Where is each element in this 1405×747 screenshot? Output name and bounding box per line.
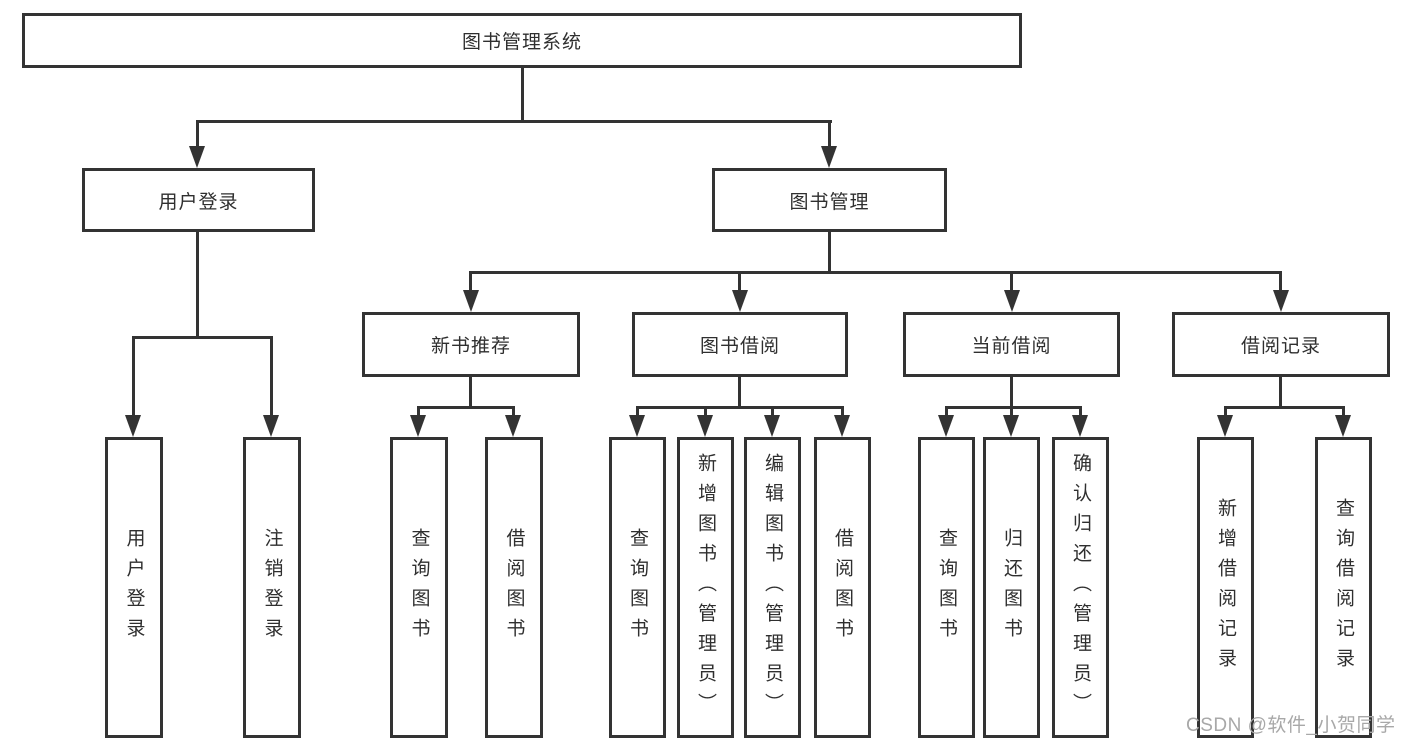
node-user-login: 用户登录	[82, 168, 315, 232]
arrow-down-icon	[1003, 415, 1019, 437]
leaf-bb-borrow-books: 借阅图书	[814, 437, 871, 738]
arrow-down-icon	[410, 415, 426, 437]
arrow-down-icon	[821, 146, 837, 168]
leaf-bb-edit-books-admin: 编辑图书（管理员）	[744, 437, 801, 738]
connector-line	[132, 337, 135, 417]
node-current-borrowing: 当前借阅	[903, 312, 1120, 377]
leaf-label: 查询图书	[627, 527, 648, 648]
connector-line	[636, 407, 639, 417]
connector-line	[945, 406, 1082, 409]
connector-line	[1010, 377, 1013, 406]
connector-line	[196, 232, 199, 336]
connector-line	[1010, 407, 1013, 417]
node-borrow-records: 借阅记录	[1172, 312, 1390, 377]
node-book-borrowing: 图书借阅	[632, 312, 848, 377]
arrow-down-icon	[697, 415, 713, 437]
connector-line	[1224, 407, 1227, 417]
connector-line	[469, 271, 1282, 274]
connector-line	[1079, 407, 1082, 417]
leaf-label: 用户登录	[123, 527, 145, 648]
connector-line	[270, 337, 273, 417]
node-label: 用户登录	[158, 191, 239, 213]
leaf-label: 查询图书	[408, 527, 430, 648]
connector-line	[828, 232, 831, 271]
node-library-system-root: 图书管理系统	[22, 13, 1022, 68]
connector-line	[636, 406, 844, 409]
arrow-down-icon	[125, 415, 141, 437]
arrow-down-icon	[629, 415, 645, 437]
leaf-logout: 注销登录	[243, 437, 301, 738]
arrow-down-icon	[1217, 415, 1233, 437]
arrow-down-icon	[1273, 290, 1289, 312]
leaf-label: 归还图书	[1001, 527, 1022, 648]
arrow-down-icon	[834, 415, 850, 437]
arrow-down-icon	[938, 415, 954, 437]
leaf-label: 注销登录	[261, 527, 283, 648]
connector-line	[1342, 407, 1345, 417]
leaf-bb-query-books: 查询图书	[609, 437, 666, 738]
leaf-label: 新增图书（管理员）	[695, 452, 716, 723]
node-new-book-recommend: 新书推荐	[362, 312, 580, 377]
connector-line	[1279, 272, 1282, 290]
connector-line	[417, 407, 420, 417]
leaf-bb-add-books-admin: 新增图书（管理员）	[677, 437, 734, 738]
connector-line	[469, 377, 472, 406]
arrow-down-icon	[732, 290, 748, 312]
node-book-management: 图书管理	[712, 168, 947, 232]
node-label: 当前借阅	[971, 336, 1052, 357]
arrow-down-icon	[764, 415, 780, 437]
watermark: CSDN @软件_小贺同学	[1186, 715, 1396, 736]
connector-line	[196, 120, 832, 123]
connector-line	[945, 407, 948, 417]
node-label: 图书借阅	[699, 336, 780, 357]
arrow-down-icon	[505, 415, 521, 437]
arrow-down-icon	[1072, 415, 1088, 437]
arrow-down-icon	[463, 290, 479, 312]
leaf-label: 确认归还（管理员）	[1070, 452, 1091, 723]
leaf-label: 查询借阅记录	[1333, 497, 1354, 678]
leaf-br-add-record: 新增借阅记录	[1197, 437, 1254, 738]
connector-line	[512, 407, 515, 417]
arrow-down-icon	[263, 415, 279, 437]
node-label: 新书推荐	[430, 336, 511, 357]
connector-line	[1279, 377, 1282, 406]
connector-line	[417, 406, 515, 409]
arrow-down-icon	[1004, 290, 1020, 312]
node-label: 图书管理系统	[461, 32, 582, 53]
leaf-br-query-record: 查询借阅记录	[1315, 437, 1372, 738]
node-label: 借阅记录	[1240, 336, 1321, 357]
leaf-label: 新增借阅记录	[1215, 497, 1236, 678]
leaf-nb-query-books: 查询图书	[390, 437, 448, 738]
connector-line	[738, 272, 741, 290]
arrow-down-icon	[1335, 415, 1351, 437]
leaf-cb-return-books: 归还图书	[983, 437, 1040, 738]
leaf-nb-borrow-books: 借阅图书	[485, 437, 543, 738]
leaf-label: 借阅图书	[832, 527, 853, 648]
arrow-down-icon	[189, 146, 205, 168]
connector-line	[771, 407, 774, 417]
connector-line	[1010, 272, 1013, 290]
connector-line	[521, 68, 524, 121]
leaf-cb-query-books: 查询图书	[918, 437, 975, 738]
connector-line	[469, 272, 472, 290]
connector-line	[738, 377, 741, 406]
connector-line	[704, 407, 707, 417]
leaf-label: 借阅图书	[503, 527, 525, 648]
connector-line	[828, 121, 831, 147]
connector-line	[1224, 406, 1345, 409]
leaf-label: 查询图书	[936, 527, 957, 648]
leaf-cb-confirm-return-admin: 确认归还（管理员）	[1052, 437, 1109, 738]
connector-line	[132, 336, 273, 339]
connector-line	[196, 121, 199, 147]
node-label: 图书管理	[789, 191, 870, 213]
leaf-user-login: 用户登录	[105, 437, 163, 738]
leaf-label: 编辑图书（管理员）	[762, 452, 783, 723]
connector-line	[841, 407, 844, 417]
